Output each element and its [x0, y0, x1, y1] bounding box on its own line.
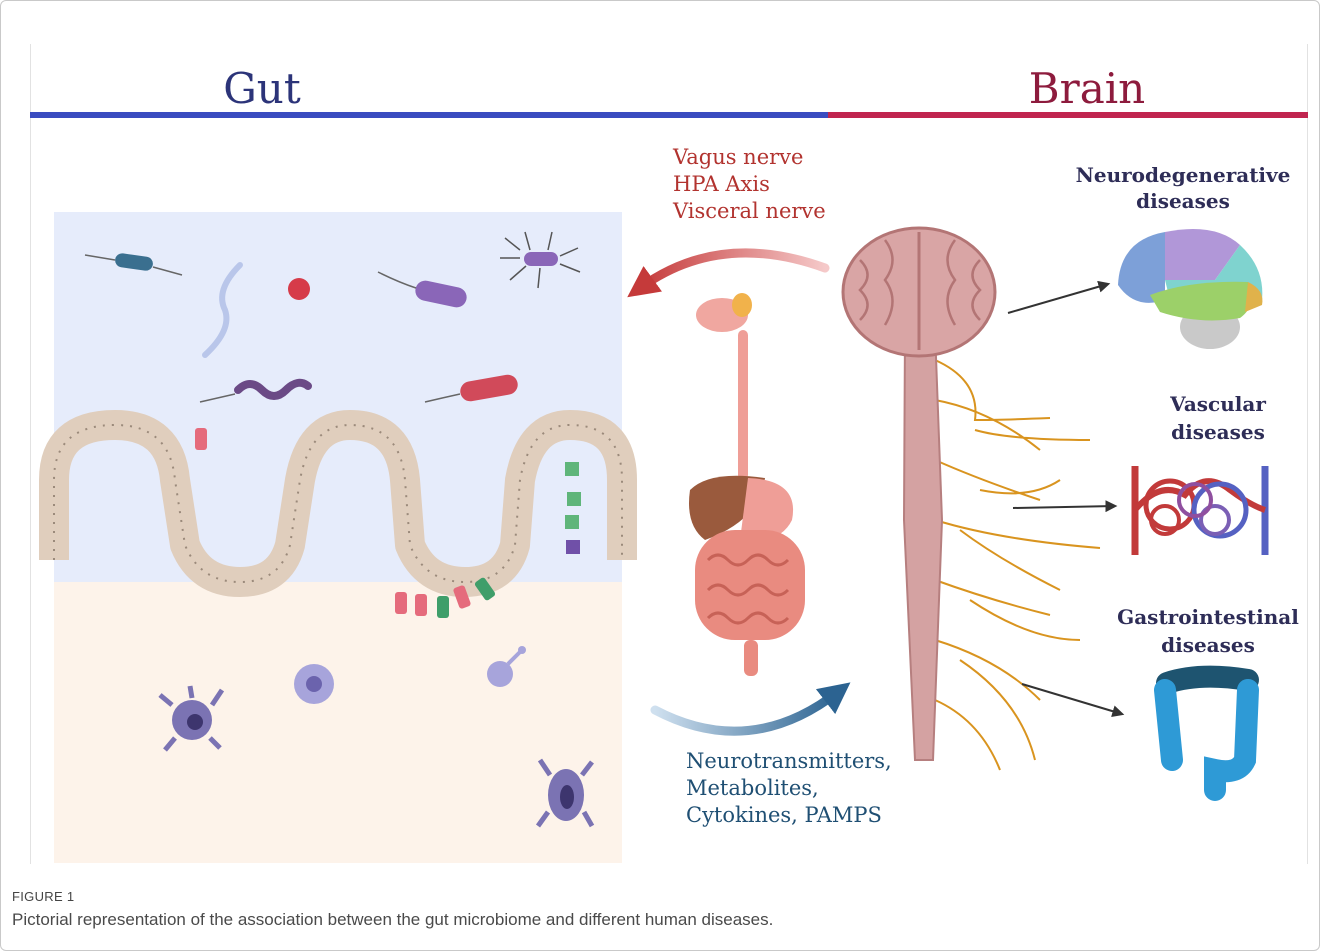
brain-bar [828, 112, 1308, 118]
coccus-icon [288, 278, 310, 300]
brain-heading: Brain [1029, 64, 1145, 113]
immune-cell-icon [294, 664, 334, 704]
disease-label-vascular-2: diseases [1171, 420, 1265, 444]
gut-bar [30, 112, 828, 118]
pathway-label-bottom-3: Cytokines, PAMPS [686, 803, 882, 827]
disease-label-gi-1: Gastrointestinal [1117, 605, 1299, 629]
pathway-label-top-1: Vagus nerve [672, 145, 803, 169]
pathway-label-top-3: Visceral nerve [672, 199, 826, 223]
arrow-to-neurodegenerative [1008, 284, 1108, 313]
disease-label-neuro-1: Neurodegenerative [1076, 163, 1291, 187]
arrow-to-gastrointestinal [1022, 684, 1122, 714]
gut-illustration [54, 212, 622, 863]
figure-caption: Pictorial representation of the associat… [12, 910, 773, 930]
pathway-label-bottom-2: Metabolites, [686, 776, 819, 800]
pathway-label-bottom-1: Neurotransmitters, [686, 749, 892, 773]
figure-label: FIGURE 1 [12, 889, 74, 904]
disease-label-gi-2: diseases [1161, 633, 1255, 657]
central-nervous-system-icon [843, 228, 1100, 770]
digestive-tract-icon [689, 293, 805, 676]
colored-brain-icon [1118, 229, 1262, 349]
disease-label-vascular-1: Vascular [1169, 392, 1266, 416]
pathway-label-top-2: HPA Axis [673, 172, 770, 196]
disease-label-neuro-2: diseases [1136, 189, 1230, 213]
gut-brain-diagram: Gut Brain [30, 44, 1308, 864]
blood-vessel-network-icon [1135, 466, 1265, 555]
gut-to-brain-arrow [655, 692, 838, 731]
brain-to-gut-arrow [640, 253, 825, 288]
gut-heading: Gut [223, 64, 301, 113]
colon-icon [1165, 677, 1248, 790]
arrow-to-vascular [1013, 506, 1115, 508]
